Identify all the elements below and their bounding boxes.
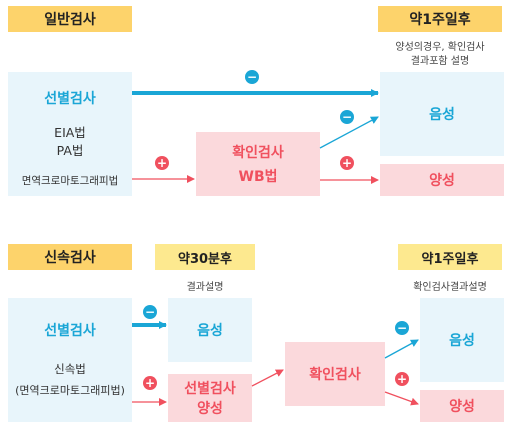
negative-result-box: 음성: [380, 72, 504, 156]
confirm-test-label: 확인검사: [309, 367, 361, 383]
minus-icon: −: [395, 321, 409, 335]
plus-icon: +: [340, 156, 354, 170]
result-note: 결과설명: [186, 282, 224, 293]
general-test-header: 일반검사: [8, 6, 132, 32]
positive-result-box-2: 양성: [420, 390, 504, 422]
arrow-positive-to-confirm: [251, 369, 284, 387]
wb-method: WB법: [238, 169, 278, 185]
negative-mid-box: 음성: [168, 298, 252, 362]
rapid-method: 신속법: [54, 362, 86, 376]
confirm-result-note: 확인검사결과설명: [413, 282, 487, 293]
thirty-min-header: 약30분후: [155, 244, 255, 270]
immuno-method-2: (면역크로마토그래피법): [15, 384, 125, 397]
positive-mid-line1: 선별검사: [184, 381, 236, 397]
positive-label-2: 양성: [449, 399, 475, 415]
arrow-confirm-to-negative: [319, 116, 379, 149]
minus-icon: −: [340, 110, 354, 124]
confirm-test-title: 확인검사: [232, 145, 284, 161]
minus-icon: −: [143, 305, 157, 319]
pa-method: PA법: [56, 143, 84, 158]
arrow-confirm-to-positive-2: [384, 391, 419, 406]
positive-mid-line2: 양성: [197, 401, 223, 417]
negative-label: 음성: [429, 107, 455, 123]
positive-result-box: 양성: [380, 164, 504, 196]
screening-test-box-2: 선별검사 신속법 (면역크로마토그래피법): [8, 298, 132, 422]
note-line-2: 결과포함 설명: [410, 56, 470, 67]
negative-result-box-2: 음성: [420, 298, 504, 382]
screening-test-title-2: 선별검사: [44, 323, 96, 339]
plus-icon: +: [395, 372, 409, 386]
immuno-method: 면역크로마토그래피법: [21, 175, 119, 187]
one-week-header: 약1주일후: [378, 6, 502, 32]
negative-mid-label: 음성: [197, 323, 223, 339]
arrow-confirm-to-negative-2: [384, 339, 419, 359]
minus-icon: −: [245, 70, 259, 84]
screening-test-box: 선별검사 EIA법 PA법 면역크로마토그래피법: [8, 72, 132, 196]
negative-label-2: 음성: [449, 333, 475, 349]
plus-icon: +: [155, 156, 169, 170]
one-week-header-2: 약1주일후: [398, 244, 502, 270]
eia-method: EIA법: [54, 125, 86, 140]
plus-icon: +: [143, 376, 157, 390]
positive-label: 양성: [429, 173, 455, 189]
rapid-test-header: 신속검사: [8, 244, 132, 270]
screening-test-title: 선별검사: [44, 91, 96, 107]
note-line-1: 양성의경우, 확인검사: [395, 42, 485, 53]
positive-mid-box: 선별검사 양성: [168, 374, 252, 422]
confirm-test-box-2: 확인검사: [285, 342, 385, 406]
confirm-test-box: 확인검사 WB법: [196, 132, 320, 196]
